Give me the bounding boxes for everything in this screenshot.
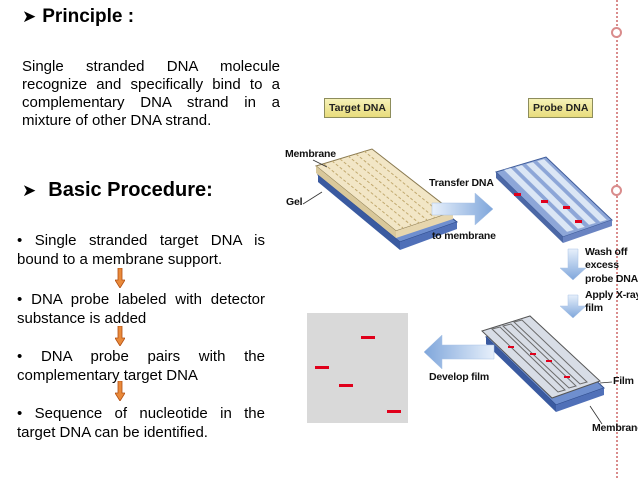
principle-line: complementary DNA strand in a [22,94,280,111]
down-arrow-icon [115,381,125,401]
wash-label-3: probe DNA [585,273,638,285]
step-line: target DNA can be identified. [17,424,208,441]
gel-membrane-stack [302,148,459,250]
arrow-bullet-icon: ➤ [22,7,37,26]
wash-arrow-icon [559,248,587,281]
procedure-step: • Single stranded target DNA is bound to… [17,231,265,269]
wash-label-1: Wash off [585,246,628,258]
down-arrow-icon [115,326,125,346]
principle-line: recognize and specifically bind to a [22,76,280,93]
step-line: complementary target DNA [17,367,198,384]
diagram-graphics [302,148,613,425]
procedure-step: • DNA probe labeled with detector substa… [17,290,265,328]
principle-line: Single stranded DNA molecule [22,58,280,75]
procedure-step: • DNA probe pairs with the complementary… [17,347,265,385]
procedure-heading: ➤ Basic Procedure: [22,179,213,202]
southern-blot-diagram: Target DNA Probe DNA [282,92,638,478]
gel-label: Gel [286,196,303,208]
membrane-bottom-label: Membrane [592,422,638,434]
step-line: bound to a membrane support. [17,251,223,268]
transfer-label-2: to membrane [432,230,496,242]
down-arrow-icon [115,268,125,288]
rule-circle-top [611,27,622,38]
arrow-bullet-icon: ➤ [22,180,37,200]
step-line: • Sequence of nucleotide in the [17,405,265,422]
probe-membrane [495,156,613,243]
xray-label-2: film [585,302,603,314]
xray-label-1: Apply X-ray [585,289,638,301]
transfer-label-1: Transfer DNA [429,177,494,189]
step-line: substance is added [17,310,147,327]
transfer-arrow-icon [431,192,494,226]
film-label: Film [613,375,634,387]
film-bands [315,336,401,413]
develop-arrow-icon [423,334,495,370]
step-line: • DNA probe pairs with the [17,348,265,365]
step-line: • DNA probe labeled with detector [17,291,265,308]
principle-line: mixture of other DNA strand. [22,112,212,129]
target-dna-tag: Target DNA [324,98,391,118]
develop-label: Develop film [429,371,490,383]
probe-dna-tag: Probe DNA [528,98,594,118]
rule-circle-mid [611,185,622,196]
procedure-heading-text: Basic Procedure: [48,179,213,201]
principle-heading-text: Principle : [42,6,135,27]
principle-paragraph: Single stranded DNA molecule recognize a… [22,58,280,130]
membrane-label: Membrane [285,148,336,160]
wash-label-2: excess [585,259,619,271]
principle-heading: ➤ Principle : [22,6,134,28]
procedure-step: • Sequence of nucleotide in the target D… [17,404,265,442]
xray-arrow-icon [559,294,587,319]
step-line: • Single stranded target DNA is [17,232,265,249]
film-membrane-stack [481,315,613,425]
decorative-dotted-rule [616,0,618,478]
